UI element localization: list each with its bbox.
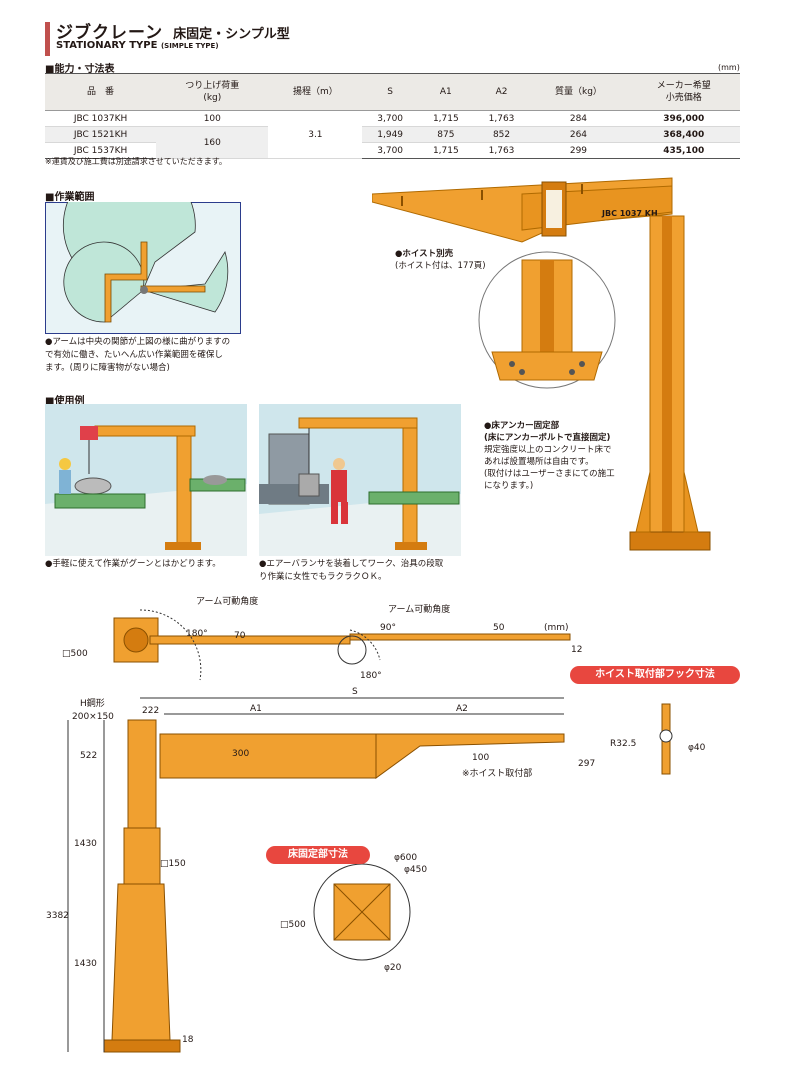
svg-text:φ450: φ450 bbox=[404, 865, 427, 875]
spec-note: ※運賃及び施工費は別途請求させていただきます。 bbox=[45, 157, 227, 166]
title-accent-bar bbox=[45, 22, 50, 56]
svg-text:□500: □500 bbox=[280, 920, 306, 930]
svg-text:□500: □500 bbox=[62, 649, 88, 659]
spec-unit: (mm) bbox=[718, 63, 740, 72]
svg-text:S: S bbox=[352, 687, 358, 697]
product-model-plate: JBC 1037 KH bbox=[601, 209, 658, 218]
svg-text:12: 12 bbox=[571, 645, 582, 655]
svg-text:1430: 1430 bbox=[74, 839, 97, 849]
svg-text:A2: A2 bbox=[456, 704, 468, 714]
usage-caption-right: ●エアーバランサを装着してワーク、治具の段取り作業に女性でもラクラクＯＫ。 bbox=[259, 559, 444, 582]
anchor-callout: ●床アンカー固定部(床にアンカーボルトで直接固定) 規定強度以上のコンクリート床… bbox=[484, 421, 615, 491]
table-header-cell: 揚程（m） bbox=[268, 73, 363, 111]
usage-label: ■使用例 bbox=[45, 396, 85, 407]
svg-text:H鋼形: H鋼形 bbox=[80, 697, 105, 709]
svg-text:200×150: 200×150 bbox=[72, 712, 114, 722]
table-header-cell: S bbox=[362, 73, 418, 111]
page-title: ジブクレーン床固定・シンプル型 bbox=[56, 23, 290, 43]
svg-text:50: 50 bbox=[493, 623, 505, 633]
svg-text:18: 18 bbox=[182, 1035, 194, 1045]
svg-text:100: 100 bbox=[472, 753, 489, 763]
svg-text:70: 70 bbox=[234, 631, 246, 641]
svg-text:1430: 1430 bbox=[74, 959, 97, 969]
hoist-callout: ●ホイスト別売(ホイスト付は、177頁) bbox=[395, 249, 486, 271]
svg-text:(mm): (mm) bbox=[544, 623, 569, 633]
svg-text:90°: 90° bbox=[380, 623, 396, 633]
spec-section-label: ■能力・寸法表 bbox=[45, 64, 115, 75]
svg-text:180°: 180° bbox=[360, 671, 382, 681]
svg-text:□150: □150 bbox=[160, 859, 186, 869]
table-header-cell: メーカー希望 小売価格 bbox=[627, 73, 740, 111]
svg-text:アーム可動角度: アーム可動角度 bbox=[388, 603, 450, 615]
usage-illustration-left bbox=[45, 404, 247, 556]
work-range-diagram bbox=[45, 202, 241, 334]
svg-text:3382: 3382 bbox=[46, 911, 69, 921]
svg-text:522: 522 bbox=[80, 751, 97, 761]
usage-illustration-right bbox=[259, 404, 461, 556]
work-range-label: ■作業範囲 bbox=[45, 192, 95, 203]
table-header-cell: 品 番 bbox=[45, 73, 157, 111]
dimension-drawing: アーム可動角度 アーム可動角度 180° 90° 180° □500 70 50… bbox=[46, 595, 706, 1053]
svg-text:A1: A1 bbox=[250, 704, 262, 714]
table-header-cell: 質量（kg） bbox=[529, 73, 628, 111]
svg-text:297: 297 bbox=[578, 759, 595, 769]
svg-text:300: 300 bbox=[232, 749, 249, 759]
table-header-cell: つり上げ荷重 (kg) bbox=[156, 73, 269, 111]
table-header-cell: A2 bbox=[473, 73, 530, 111]
svg-text:180°: 180° bbox=[186, 629, 208, 639]
svg-text:φ40: φ40 bbox=[688, 743, 706, 753]
svg-text:φ20: φ20 bbox=[384, 963, 402, 973]
svg-text:※ホイスト取付部: ※ホイスト取付部 bbox=[462, 767, 532, 779]
page-title-en: STATIONARY TYPE (SIMPLE TYPE) bbox=[56, 40, 219, 51]
product-illustration: JBC 1037 KH bbox=[372, 177, 711, 551]
floor-dimension-badge: 床固定部寸法 bbox=[266, 846, 370, 864]
svg-text:アーム可動角度: アーム可動角度 bbox=[196, 595, 258, 607]
svg-text:φ600: φ600 bbox=[394, 853, 417, 863]
hook-dimension-badge: ホイスト取付部フック寸法 bbox=[570, 666, 740, 684]
table-header-cell: A1 bbox=[418, 73, 474, 111]
svg-text:R32.5: R32.5 bbox=[610, 739, 636, 749]
svg-text:222: 222 bbox=[142, 706, 159, 716]
page-subtitle: 床固定・シンプル型 bbox=[173, 27, 290, 42]
work-range-caption: ●アームは中央の関節が上図の様に曲がりますので有効に働き、たいへん広い作業範囲を… bbox=[45, 337, 231, 373]
usage-caption-left: ●手軽に使えて作業がグーンとはかどります。 bbox=[45, 559, 221, 569]
